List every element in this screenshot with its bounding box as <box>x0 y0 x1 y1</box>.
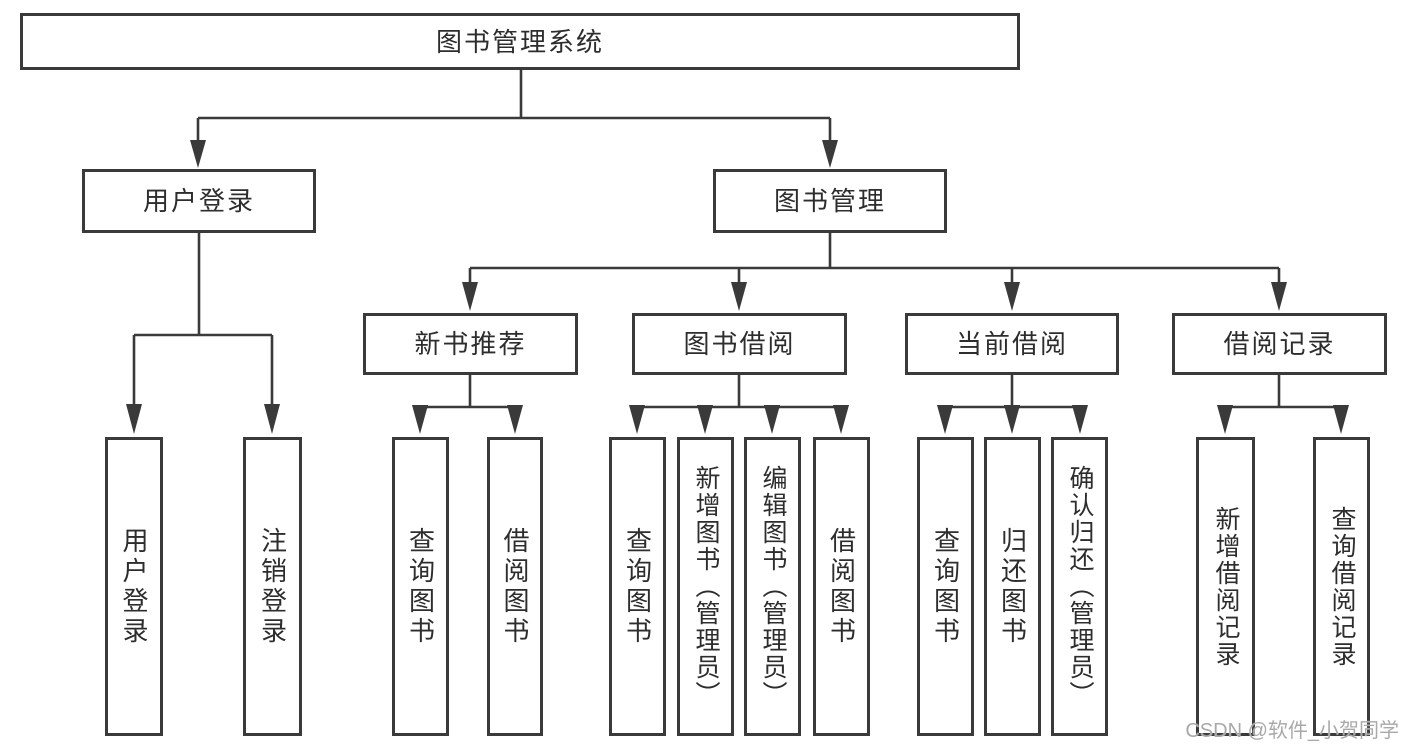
node-current-borrowing: 当前借阅 <box>905 313 1119 375</box>
leaf-edit-books-admin-label: 编辑图书（管理员） <box>759 465 787 708</box>
leaf-query-borrow-record-label: 查询借阅记录 <box>1328 505 1356 668</box>
leaf-query-books-current: 查询图书 <box>917 437 974 736</box>
leaf-edit-books-admin: 编辑图书（管理员） <box>744 437 801 736</box>
node-book-management: 图书管理 <box>713 169 947 233</box>
leaf-user-login: 用户登录 <box>105 437 163 736</box>
leaf-query-books-recommend: 查询图书 <box>392 437 449 736</box>
leaf-return-books: 归还图书 <box>984 437 1041 736</box>
leaf-query-books-borrowing-label: 查询图书 <box>622 526 653 647</box>
node-root: 图书管理系统 <box>20 13 1020 70</box>
leaf-confirm-return-admin: 确认归还（管理员） <box>1051 437 1108 736</box>
leaf-borrow-books-recommend-label: 借阅图书 <box>500 526 530 647</box>
leaf-add-books-admin: 新增图书（管理员） <box>677 437 734 736</box>
leaf-return-books-label: 归还图书 <box>997 526 1028 647</box>
leaf-logout-label: 注销登录 <box>257 526 288 647</box>
csdn-watermark: CSDN @软件_小贺同学 <box>1185 720 1399 742</box>
node-borrow-records-label: 借阅记录 <box>1223 329 1336 359</box>
leaf-confirm-return-admin-label: 确认归还（管理员） <box>1066 465 1094 708</box>
leaf-logout: 注销登录 <box>243 437 302 736</box>
node-user-login-label: 用户登录 <box>142 186 255 216</box>
leaf-add-borrow-record: 新增借阅记录 <box>1196 437 1255 736</box>
leaf-borrow-books-borrowing: 借阅图书 <box>813 437 870 736</box>
node-user-login: 用户登录 <box>82 169 316 233</box>
node-current-borrowing-label: 当前借阅 <box>955 329 1068 359</box>
leaf-user-login-label: 用户登录 <box>119 526 149 647</box>
node-book-borrowing-label: 图书借阅 <box>683 329 796 359</box>
leaf-query-books-borrowing: 查询图书 <box>609 437 666 736</box>
leaf-query-books-current-label: 查询图书 <box>930 526 961 647</box>
leaf-borrow-books-borrowing-label: 借阅图书 <box>826 526 857 647</box>
leaf-borrow-books-recommend: 借阅图书 <box>487 437 543 736</box>
leaf-query-books-recommend-label: 查询图书 <box>405 526 436 647</box>
node-borrow-records: 借阅记录 <box>1172 313 1387 375</box>
leaf-add-borrow-record-label: 新增借阅记录 <box>1212 505 1240 668</box>
node-book-management-label: 图书管理 <box>773 186 886 216</box>
node-root-label: 图书管理系统 <box>435 26 604 57</box>
node-new-book-recommend-label: 新书推荐 <box>414 329 527 359</box>
node-book-borrowing: 图书借阅 <box>632 313 847 375</box>
leaf-add-books-admin-label: 新增图书（管理员） <box>692 465 720 708</box>
leaf-query-borrow-record: 查询借阅记录 <box>1313 437 1370 736</box>
node-new-book-recommend: 新书推荐 <box>363 313 578 375</box>
